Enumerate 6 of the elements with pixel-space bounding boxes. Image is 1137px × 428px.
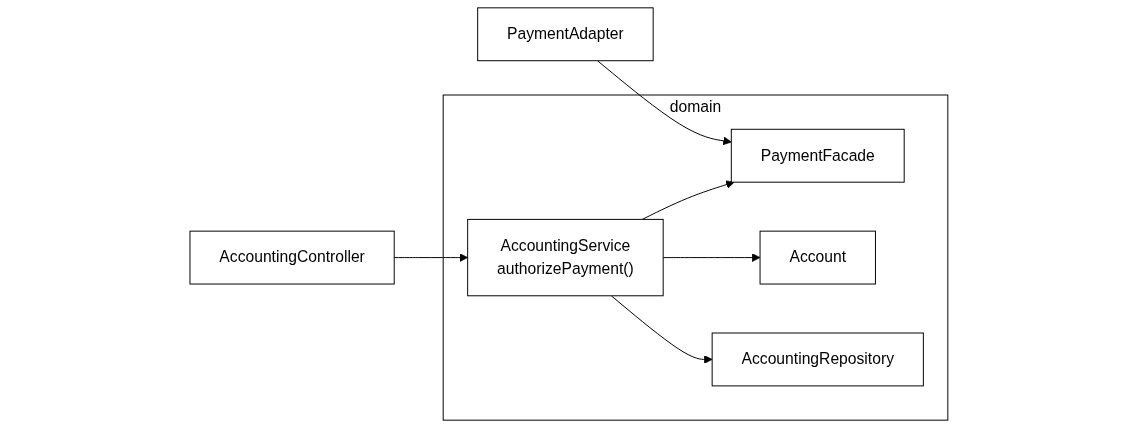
node-box: AccountingRepository xyxy=(711,332,924,387)
node-box: AccountingService authorizePayment() xyxy=(466,218,664,297)
node-box: PaymentFacade xyxy=(730,128,905,183)
node-box: Account xyxy=(759,230,876,285)
node-box: PaymentAdapter xyxy=(476,7,654,62)
node-box: AccountingController xyxy=(189,230,395,285)
